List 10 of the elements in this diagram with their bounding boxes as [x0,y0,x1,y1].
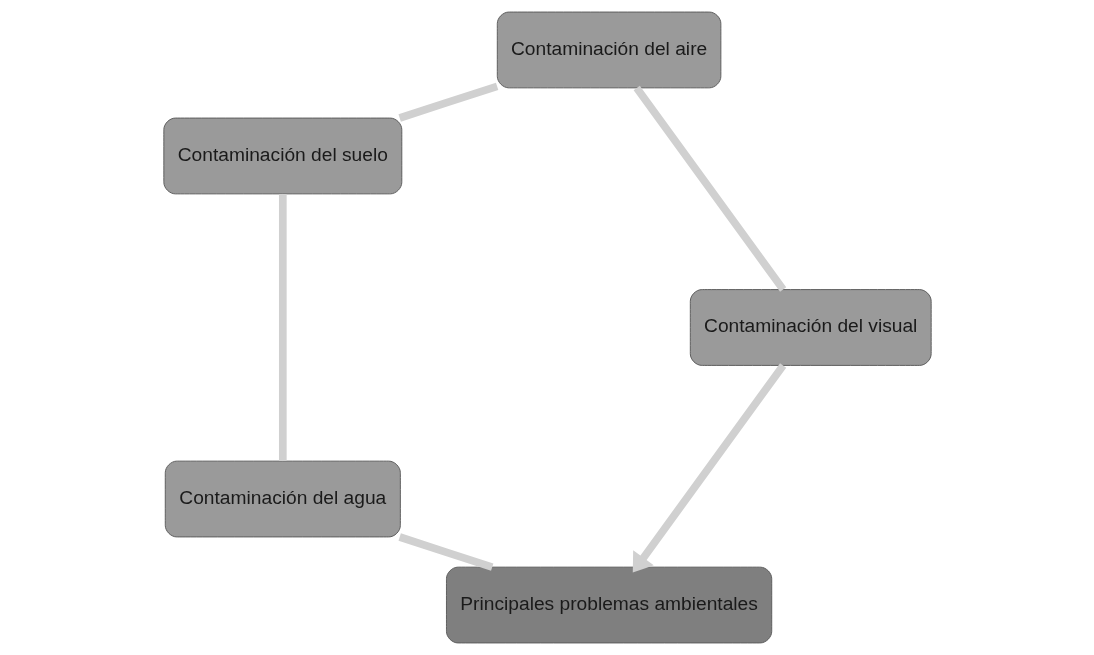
connector [278,193,287,461]
connector [633,85,786,292]
node-box: Contaminación del visual [689,289,932,366]
node-box: Contaminación del aire [496,11,721,89]
arrow [632,363,786,573]
connector [398,82,498,122]
node-box: Contaminación del agua [164,460,401,538]
node-box: Principales problemas ambientales [445,566,772,644]
node-box: Contaminación del suelo [162,117,402,195]
connector [398,533,493,571]
